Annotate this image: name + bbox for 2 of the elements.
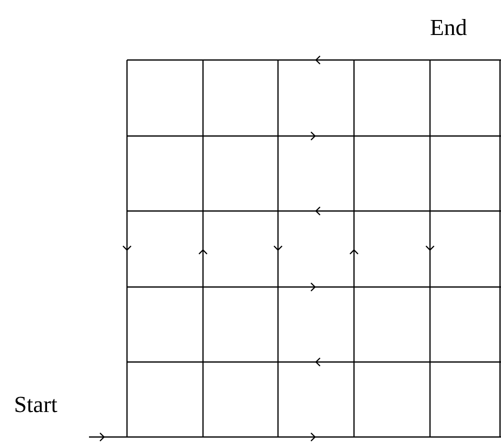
text-label: Start [14, 393, 58, 416]
text-label: End [430, 16, 468, 39]
